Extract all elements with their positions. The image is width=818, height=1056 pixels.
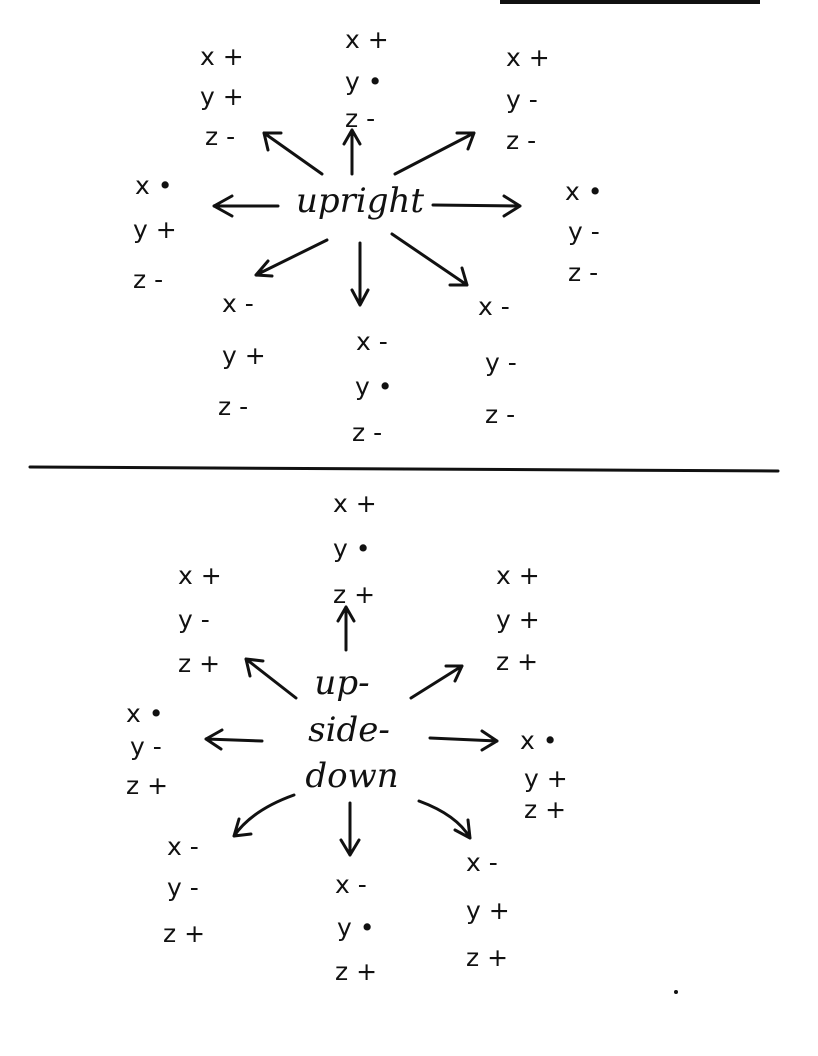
upright-label-group: x - y • z - [352, 327, 393, 447]
upside-down-label-group: x - y + z + [466, 848, 510, 972]
label-z: z - [352, 418, 382, 447]
label-x: x - [335, 870, 367, 899]
upside-down-label-group: x + y • z + [333, 489, 377, 609]
arrow-down-left [254, 238, 329, 278]
label-x: x • [135, 171, 173, 200]
label-x: x • [126, 699, 164, 728]
label-x: x + [506, 43, 550, 72]
label-y: y + [466, 896, 510, 925]
label-x: x • [520, 726, 558, 755]
label-x: x + [200, 42, 244, 71]
label-x: x + [178, 561, 222, 590]
arrow-right [431, 194, 522, 218]
upright-diagram: upright x + y + z - x + y • z - x + y - … [133, 25, 603, 447]
label-y: y + [133, 215, 177, 244]
section-divider [28, 465, 780, 473]
label-x: x + [333, 489, 377, 518]
label-y: y + [524, 764, 568, 793]
upside-down-label-group: x - y • z + [335, 870, 377, 986]
arrow-down [339, 801, 361, 857]
upright-label-group: x • y + z - [133, 171, 177, 294]
label-z: z + [163, 919, 205, 948]
arrow-up-left [262, 131, 324, 176]
upside-down-center-label-line-1: up- [314, 663, 369, 703]
upside-down-arrows [204, 605, 499, 857]
label-y: y - [167, 873, 199, 902]
arrow-up [342, 128, 362, 176]
upright-label-group: x - y + z - [218, 289, 266, 421]
label-z: z - [205, 122, 235, 151]
label-z: z + [333, 580, 375, 609]
upright-label-group: x + y + z - [200, 42, 244, 151]
label-y: y • [333, 534, 371, 563]
arrow-right [428, 729, 499, 752]
upside-down-center-label-line-2: side- [308, 710, 390, 750]
arrow-up-left [244, 657, 298, 700]
upside-down-label-group: x • y - z + [126, 699, 168, 800]
upside-down-center-label-line-3: down [305, 756, 398, 796]
arrow-up [336, 605, 356, 652]
label-z: z + [126, 771, 168, 800]
label-x: x - [466, 848, 498, 877]
label-x: x - [167, 832, 199, 861]
label-y: y + [200, 82, 244, 111]
upside-down-label-group: x + y + z + [496, 561, 540, 676]
label-z: z - [506, 126, 536, 155]
label-z: z + [335, 957, 377, 986]
label-y: y + [222, 341, 266, 370]
label-z: z - [345, 104, 375, 133]
label-z: z - [133, 265, 163, 294]
upside-down-label-group: x + y - z + [178, 561, 222, 678]
label-y: y - [178, 605, 210, 634]
arrow-down-right [390, 232, 469, 287]
label-x: x + [345, 25, 389, 54]
upright-arrows [212, 128, 522, 307]
stray-dot [674, 990, 678, 994]
label-x: x - [222, 289, 254, 318]
upside-down-diagram: up- side- down x + y - z + x + y • z + x… [126, 489, 568, 986]
label-z: z - [568, 258, 598, 287]
label-z: z + [466, 943, 508, 972]
upright-label-group: x - y - z - [478, 292, 517, 429]
label-y: y • [355, 372, 393, 401]
upright-center-label: upright [296, 181, 424, 221]
label-z: z - [218, 392, 248, 421]
upright-label-group: x + y - z - [506, 43, 550, 155]
label-z: z + [524, 795, 566, 824]
arrow-up-right [409, 664, 464, 700]
label-x: x - [356, 327, 388, 356]
arrow-left [212, 194, 280, 218]
label-y: y - [485, 348, 517, 377]
upside-down-label-group: x - y - z + [163, 832, 205, 948]
label-y: y - [130, 732, 162, 761]
upside-down-label-group: x • y + z + [520, 726, 568, 824]
label-z: z + [178, 649, 220, 678]
arrow-down-right [417, 799, 472, 840]
arrow-left [204, 728, 264, 751]
label-y: y - [506, 85, 538, 114]
label-y: y - [568, 217, 600, 246]
label-x: x + [496, 561, 540, 590]
arrow-down [350, 241, 370, 307]
label-z: z + [496, 647, 538, 676]
arrow-up-right [393, 131, 476, 176]
upright-label-group: x • y - z - [565, 177, 603, 287]
label-z: z - [485, 400, 515, 429]
label-x: x - [478, 292, 510, 321]
label-x: x • [565, 177, 603, 206]
top-edge-bar [500, 0, 760, 4]
upright-label-group: x + y • z - [345, 25, 389, 133]
label-y: y + [496, 605, 540, 634]
arrow-down-left [232, 793, 296, 838]
label-y: y • [337, 913, 375, 942]
label-y: y • [345, 67, 383, 96]
